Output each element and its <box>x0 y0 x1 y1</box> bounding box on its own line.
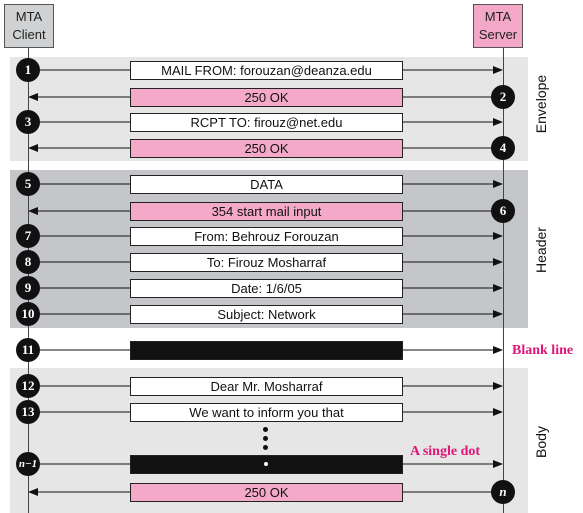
message-box: MAIL FROM: forouzan@deanza.edu <box>130 61 403 80</box>
step-number-badge: 9 <box>16 276 40 300</box>
server-label-line1: MTA <box>484 9 512 24</box>
server-label-line2: Server <box>478 27 518 42</box>
step-number-badge: 13 <box>16 400 40 424</box>
step-number-badge: 8 <box>16 250 40 274</box>
ellipsis-dot <box>263 445 268 450</box>
black-bar <box>130 341 403 360</box>
step-number-badge: 11 <box>16 338 40 362</box>
ellipsis-dot <box>263 427 268 432</box>
step-number-badge: 10 <box>16 302 40 326</box>
step-number-badge: n−1 <box>16 452 40 476</box>
client-label-line2: Client <box>12 27 46 42</box>
step-number-badge: 7 <box>16 224 40 248</box>
message-box: 250 OK <box>130 88 403 107</box>
mta-client-box: MTA Client <box>4 4 54 48</box>
step-number-badge: 1 <box>16 58 40 82</box>
ellipsis-dot <box>263 436 268 441</box>
message-box: To: Firouz Mosharraf <box>130 253 403 272</box>
message-box: DATA <box>130 175 403 194</box>
server-lifeline <box>503 48 504 513</box>
message-box: Dear Mr. Mosharraf <box>130 377 403 396</box>
header-band <box>10 170 528 328</box>
message-box: 250 OK <box>130 483 403 502</box>
message-box: Date: 1/6/05 <box>130 279 403 298</box>
step-number-badge: 2 <box>491 85 515 109</box>
client-label-line1: MTA <box>15 9 43 24</box>
step-number-badge: 3 <box>16 110 40 134</box>
message-box: 250 OK <box>130 139 403 158</box>
step-number-badge: n <box>491 480 515 504</box>
step-number-badge: 6 <box>491 199 515 223</box>
step-number-badge: 5 <box>16 172 40 196</box>
single-dot-annotation: A single dot <box>410 444 481 459</box>
message-box: 354 start mail input <box>130 202 403 221</box>
message-box: From: Behrouz Forouzan <box>130 227 403 246</box>
blank-line-annotation: Blank line <box>512 343 574 358</box>
single-dot-mark <box>264 462 268 466</box>
mta-server-box: MTA Server <box>473 4 523 48</box>
message-box: We want to inform you that <box>130 403 403 422</box>
step-number-badge: 12 <box>16 374 40 398</box>
step-number-badge: 4 <box>491 136 515 160</box>
message-box: RCPT TO: firouz@net.edu <box>130 113 403 132</box>
message-box: Subject: Network <box>130 305 403 324</box>
